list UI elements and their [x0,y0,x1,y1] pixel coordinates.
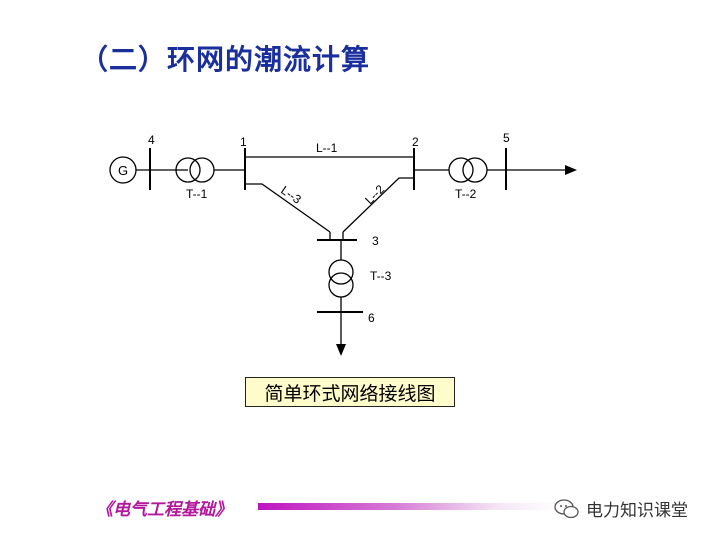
transformer-t2 [448,157,488,183]
course-name: 《电气工程基础》 [96,500,232,520]
diagram-caption: 简单环式网络接线图 [245,377,455,407]
bus-5-label: 5 [503,131,510,145]
t3-label: T--3 [370,269,392,283]
transformer-t3 [328,259,354,298]
bus-3-label: 3 [372,234,379,248]
t2-label: T--2 [455,187,477,201]
generator-label: G [118,163,128,178]
bus-2-label: 2 [412,135,419,149]
footer-gradient-bar [258,503,558,510]
l2-label: L--2 [362,182,387,207]
bus-1-label: 1 [240,135,247,149]
line-l3 [245,183,331,233]
bus-6-label: 6 [368,311,375,325]
load-arrow-right [565,165,577,175]
t1-label: T--1 [186,187,208,201]
watermark: 电力知识课堂 [554,496,688,521]
wechat-icon [554,498,579,518]
l1-label: L--1 [316,141,338,155]
watermark-text: 电力知识课堂 [586,501,688,521]
load-arrow-down [336,344,346,356]
slide-title: （二）环网的潮流计算 [80,43,371,76]
line-l2 [342,177,414,233]
bus-4-label: 4 [148,133,155,147]
l3-label: L--3 [278,183,304,207]
generator-g: G [109,156,137,184]
